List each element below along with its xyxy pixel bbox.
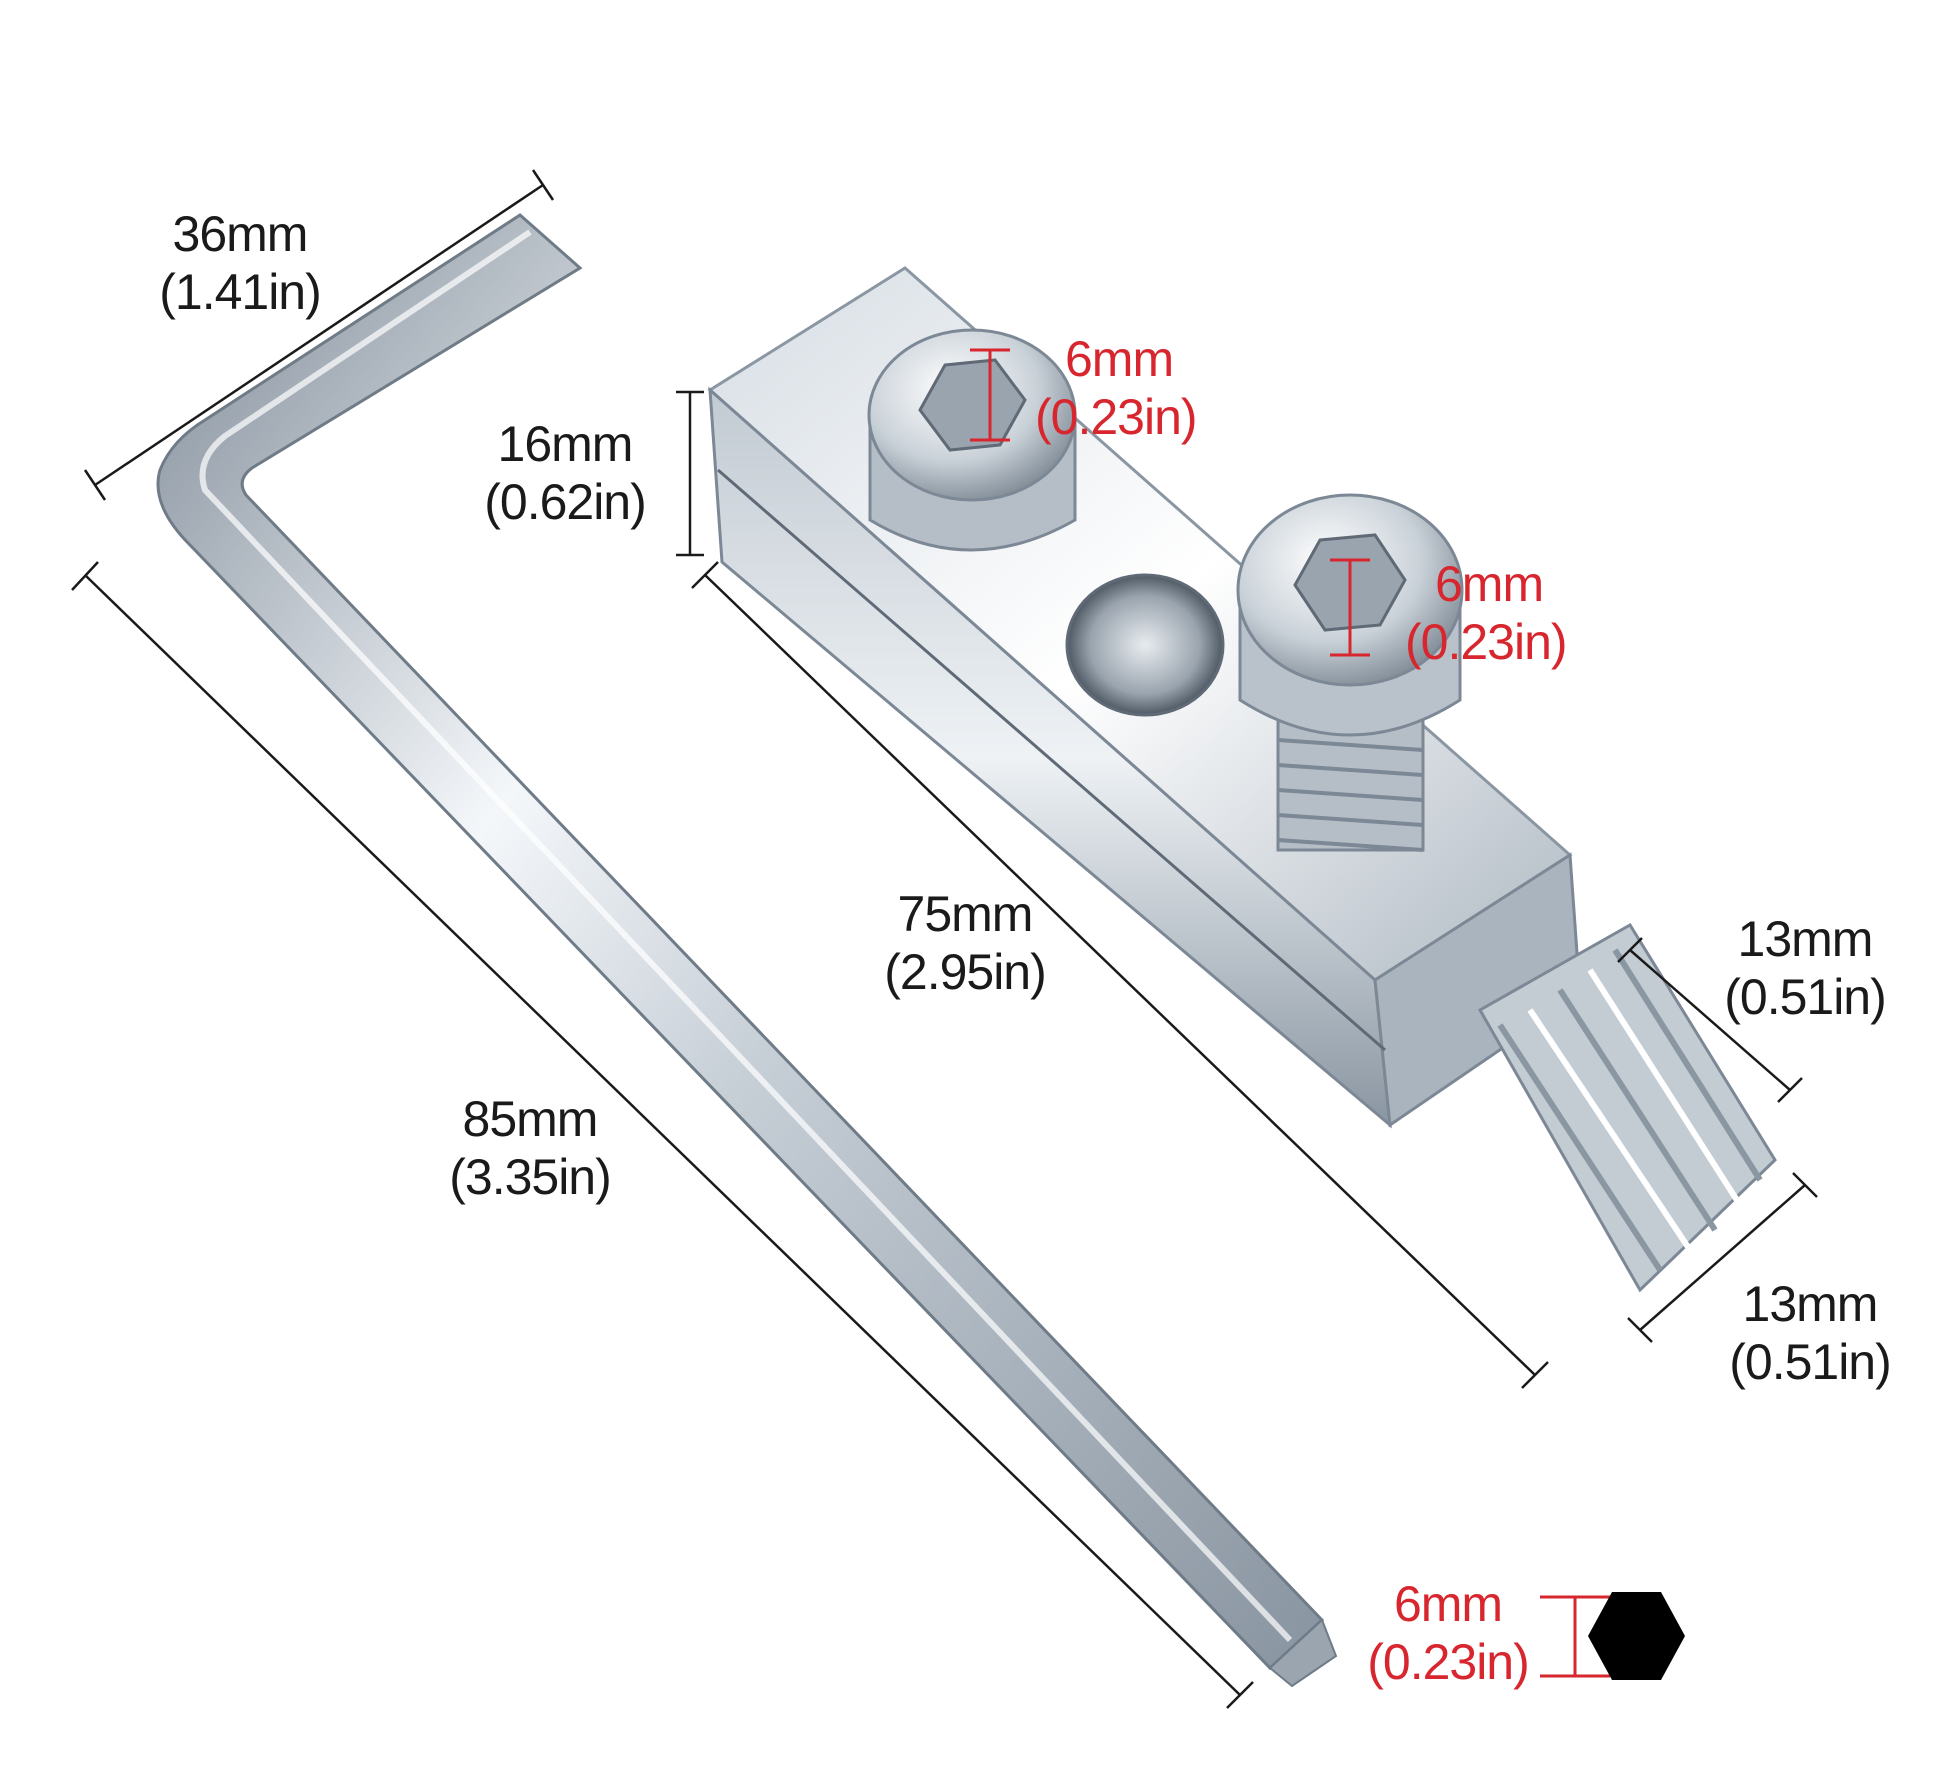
dim-inch: (0.23in) — [1367, 1634, 1530, 1690]
dimension-lines — [71, 169, 1818, 1709]
dim-mm: 13mm — [1742, 1276, 1879, 1332]
hex-wrench-highlight — [199, 229, 1293, 1643]
dim-label-wrench-short-leg: 36mm (1.41in) — [140, 205, 340, 321]
dim-inch: (2.95in) — [884, 944, 1047, 1000]
dim-mm: 85mm — [462, 1091, 599, 1147]
dim-inch: (0.23in) — [1035, 389, 1198, 445]
dim-mm: 6mm — [1393, 1576, 1503, 1632]
center-hole — [1065, 573, 1225, 717]
block-assembly — [707, 266, 1777, 1293]
dim-inch: (0.62in) — [484, 474, 647, 530]
dim-inch: (1.41in) — [159, 264, 322, 320]
dim-mm: 6mm — [1435, 556, 1544, 612]
dim-label-block-length: 75mm (2.95in) — [865, 885, 1065, 1001]
dim-label-bolt-1-hex: 6mm (0.23in) — [1035, 330, 1235, 446]
bolt-2-thread — [1277, 738, 1424, 852]
dim-mm: 13mm — [1737, 911, 1874, 967]
dim-label-bolt-2-hex: 6mm (0.23in) — [1405, 555, 1605, 671]
hex-size-markers — [970, 348, 1610, 1678]
hex-wrench-body — [156, 213, 1325, 1671]
dim-label-tip-width: 13mm (0.51in) — [1700, 910, 1910, 1026]
dim-label-wrench-hex-size: 6mm (0.23in) — [1348, 1575, 1548, 1691]
bolt-1 — [867, 328, 1077, 552]
dim-inch: (0.23in) — [1405, 614, 1568, 670]
dim-mm: 36mm — [172, 206, 309, 262]
hex-wrench-end-face — [1268, 1618, 1338, 1688]
hexagon-icon — [1588, 1592, 1685, 1680]
dim-label-block-height: 16mm (0.62in) — [465, 415, 665, 531]
block-groove — [717, 468, 1386, 1052]
dim-label-tip-length: 13mm (0.51in) — [1705, 1275, 1915, 1391]
dim-inch: (0.51in) — [1724, 969, 1887, 1025]
dim-inch: (3.35in) — [449, 1149, 612, 1205]
dim-mm: 6mm — [1065, 331, 1174, 387]
dim-mm: 75mm — [897, 886, 1034, 942]
dim-inch: (0.51in) — [1729, 1334, 1892, 1390]
bolt-1-hex-socket-icon — [918, 358, 1027, 452]
serrated-tip — [1477, 922, 1777, 1293]
dim-label-wrench-long-leg: 85mm (3.35in) — [430, 1090, 630, 1206]
dim-mm: 16mm — [497, 416, 634, 472]
hex-wrench — [156, 213, 1338, 1688]
